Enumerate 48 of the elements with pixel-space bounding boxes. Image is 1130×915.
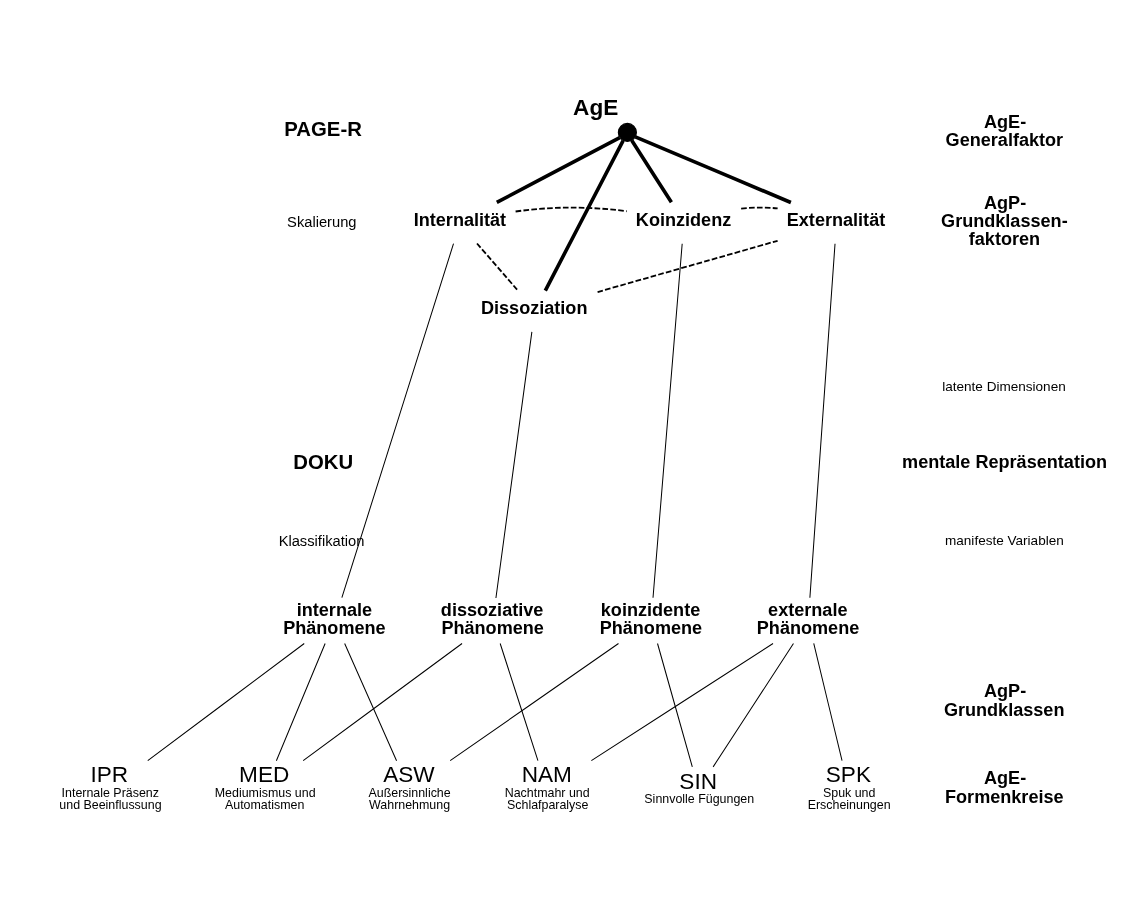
node-text: MED Mediumismus und Automatismen: [214, 761, 316, 812]
connector: [514, 206, 628, 212]
label: PAGE-R: [284, 117, 362, 140]
connector: [476, 242, 519, 291]
node-text: Externalität: [786, 209, 886, 230]
node-text: SIN Sinnvolle Fügungen: [644, 768, 755, 806]
node-text: externale Phänomene: [756, 599, 860, 638]
connector: [275, 642, 326, 761]
connector: [634, 134, 792, 204]
label: AgE- Formenkreise: [945, 767, 1064, 807]
connector: [813, 642, 843, 761]
node-text: dissoziative Phänomene: [440, 599, 544, 638]
label: DOKU: [293, 450, 354, 473]
node-text: ASW Außersinnliche Wahrnehmung: [368, 761, 451, 812]
connector: [543, 139, 625, 291]
connector: [652, 242, 683, 598]
node-circle: [617, 122, 637, 142]
label: mentale Repräsentation: [902, 451, 1108, 472]
label: AgE- Generalfaktor: [945, 111, 1064, 150]
connector: [495, 330, 533, 598]
connector: [449, 642, 619, 761]
node-text: SPK Spuk und Erscheinungen: [807, 761, 891, 812]
node-text: NAM Nachtmahr und Schlafparalyse: [504, 761, 590, 812]
label: AgP- Grundklassen- faktoren: [941, 192, 1068, 249]
connector: [499, 642, 539, 761]
connector: [596, 239, 779, 293]
connector: [740, 206, 779, 209]
label: AgP- Grundklassen: [943, 680, 1065, 720]
connector: [495, 135, 621, 204]
node-text: internale Phänomene: [283, 599, 386, 638]
connector: [590, 642, 774, 761]
connector: [341, 242, 454, 598]
connector: [630, 139, 673, 203]
connector: [147, 642, 305, 761]
node-text: IPR Internale Präsenz und Beeinflussung: [59, 761, 162, 812]
label: latente Dimensionen: [942, 378, 1066, 394]
connector: [712, 642, 794, 767]
connector: [344, 642, 398, 761]
node-text: Internalität: [413, 209, 507, 230]
label: manifeste Variablen: [945, 532, 1064, 548]
connector: [657, 642, 693, 767]
node-text: koinzidente Phänomene: [599, 599, 703, 638]
node-text: Koinzidenz: [635, 209, 732, 230]
node-label: AgE: [573, 94, 619, 120]
label: Skalierung: [287, 213, 357, 230]
connector: [809, 242, 836, 598]
connector: [302, 642, 463, 761]
node-text: Dissoziation: [480, 297, 588, 318]
